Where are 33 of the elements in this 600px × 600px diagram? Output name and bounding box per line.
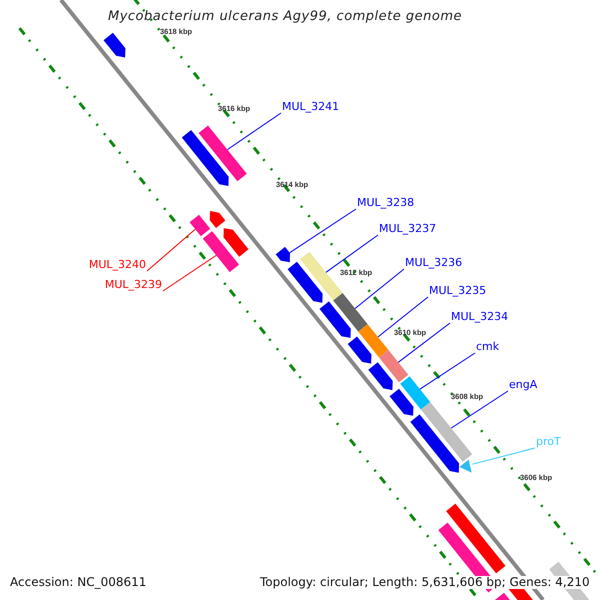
gene-label: engA xyxy=(509,378,538,391)
leader-line xyxy=(162,254,217,292)
footer-text: Accession: NC_008611 xyxy=(10,576,146,589)
leader-line xyxy=(146,228,196,272)
leader-line xyxy=(377,296,428,338)
title: Mycobacterium ulcerans Agy99, complete genome xyxy=(106,10,464,23)
leader-line xyxy=(226,112,282,150)
leader-line xyxy=(398,322,450,363)
leader-line xyxy=(354,268,404,310)
gene-feature xyxy=(198,126,247,182)
gene-feature xyxy=(378,350,408,382)
gene-feature xyxy=(276,246,290,262)
leader-line xyxy=(419,352,476,390)
gene-feature xyxy=(358,324,388,358)
gene-label: MUL_3241 xyxy=(282,100,340,113)
gene-feature xyxy=(420,402,472,462)
gene-label: MUL_3234 xyxy=(451,310,508,323)
gene-label: proT xyxy=(536,435,561,448)
leader-line xyxy=(289,208,356,254)
footer-text: Topology: circular; Length: 5,631,606 bp; Genes: 4,210 xyxy=(260,576,590,589)
gene-label: MUL_3239 xyxy=(104,278,162,291)
gene-feature xyxy=(202,231,239,272)
gene-label: MUL_3237 xyxy=(379,222,436,235)
gene-label: cmk xyxy=(476,340,500,353)
gene-feature xyxy=(400,376,430,410)
gene-label: MUL_3235 xyxy=(429,284,486,297)
gene-label: MUL_3238 xyxy=(357,196,414,209)
gene-label: MUL_3240 xyxy=(88,258,146,271)
gene-feature xyxy=(190,214,210,236)
leader-line xyxy=(325,234,378,273)
gene-feature xyxy=(333,293,368,332)
leader-line xyxy=(450,390,508,429)
gene-label: MUL_3236 xyxy=(405,256,462,269)
